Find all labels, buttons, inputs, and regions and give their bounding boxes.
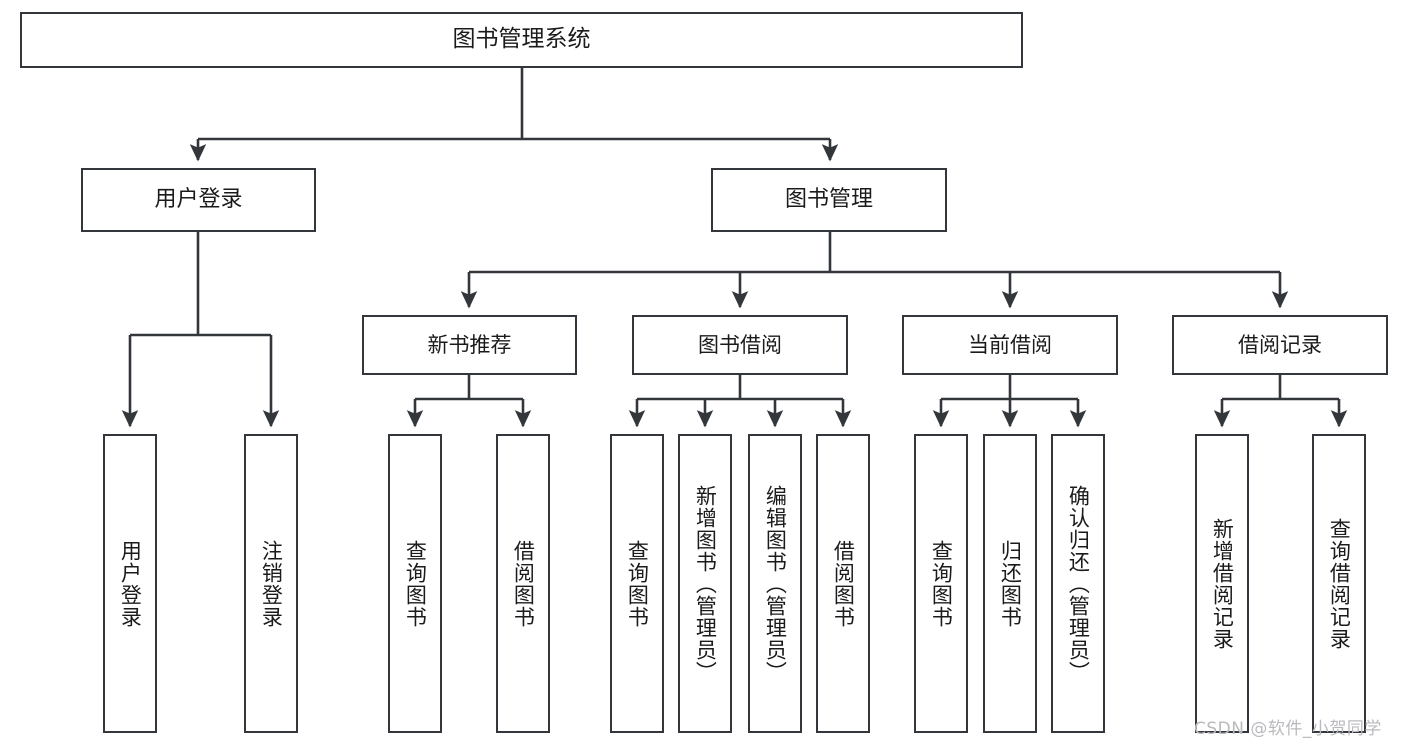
node-label: 归还图书 bbox=[998, 539, 1023, 628]
leaf-current-confirm-return[interactable]: 确认归还（管理员） bbox=[1051, 434, 1105, 733]
node-label: 确认归还（管理员） bbox=[1066, 484, 1091, 683]
node-label: 借阅图书 bbox=[831, 539, 856, 628]
node-borrow-record[interactable]: 借阅记录 bbox=[1172, 315, 1388, 375]
node-label: 图书管理系统 bbox=[452, 26, 591, 53]
node-current-borrow[interactable]: 当前借阅 bbox=[902, 315, 1118, 375]
leaf-borrow-query-book[interactable]: 查询图书 bbox=[610, 434, 664, 733]
node-label: 图书管理 bbox=[784, 187, 873, 213]
node-label: 当前借阅 bbox=[968, 332, 1052, 357]
leaf-current-query-book[interactable]: 查询图书 bbox=[914, 434, 968, 733]
node-label: 编辑图书（管理员） bbox=[763, 484, 788, 683]
node-label: 查询借阅记录 bbox=[1327, 517, 1352, 650]
node-user-login[interactable]: 用户登录 bbox=[81, 168, 316, 232]
leaf-record-add[interactable]: 新增借阅记录 bbox=[1195, 434, 1249, 733]
node-label: 新增借阅记录 bbox=[1210, 517, 1235, 650]
leaf-record-query[interactable]: 查询借阅记录 bbox=[1312, 434, 1366, 733]
leaf-logout[interactable]: 注销登录 bbox=[244, 434, 298, 733]
node-label: 用户登录 bbox=[118, 539, 143, 628]
node-label: 用户登录 bbox=[154, 187, 243, 213]
node-label: 注销登录 bbox=[259, 539, 284, 628]
node-label: 查询图书 bbox=[403, 539, 428, 628]
leaf-new-book-query[interactable]: 查询图书 bbox=[388, 434, 442, 733]
node-label: 查询图书 bbox=[625, 539, 650, 628]
leaf-borrow-add-book[interactable]: 新增图书（管理员） bbox=[678, 434, 732, 733]
node-label: 图书借阅 bbox=[698, 332, 782, 357]
node-root-system[interactable]: 图书管理系统 bbox=[20, 12, 1023, 68]
node-label: 借阅图书 bbox=[511, 539, 536, 628]
leaf-borrow-lend-book[interactable]: 借阅图书 bbox=[816, 434, 870, 733]
leaf-current-return-book[interactable]: 归还图书 bbox=[983, 434, 1037, 733]
node-label: 新增图书（管理员） bbox=[693, 484, 718, 683]
node-book-management[interactable]: 图书管理 bbox=[711, 168, 947, 232]
leaf-borrow-edit-book[interactable]: 编辑图书（管理员） bbox=[748, 434, 802, 733]
node-label: 借阅记录 bbox=[1238, 332, 1322, 357]
leaf-user-login[interactable]: 用户登录 bbox=[103, 434, 157, 733]
leaf-new-book-borrow[interactable]: 借阅图书 bbox=[496, 434, 550, 733]
node-new-book-recommend[interactable]: 新书推荐 bbox=[362, 315, 577, 375]
watermark: CSDN @软件_小贺同学 bbox=[1194, 719, 1382, 739]
node-book-borrow[interactable]: 图书借阅 bbox=[632, 315, 848, 375]
node-label: 查询图书 bbox=[929, 539, 954, 628]
node-label: 新书推荐 bbox=[427, 332, 512, 357]
